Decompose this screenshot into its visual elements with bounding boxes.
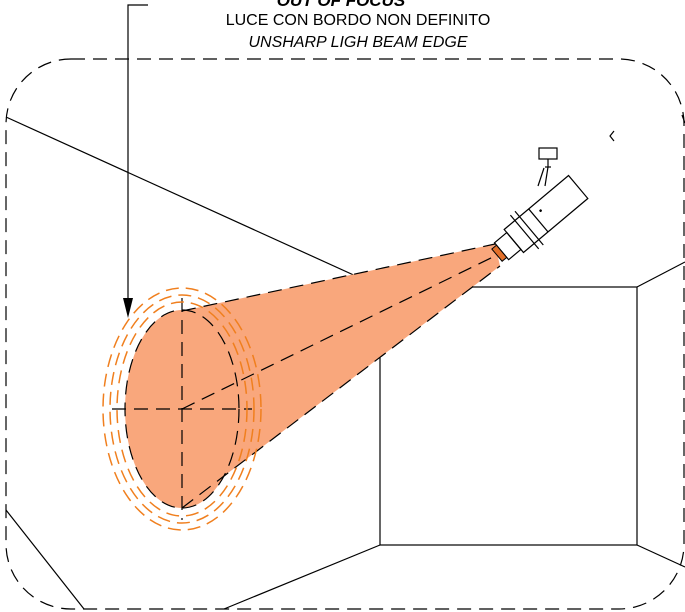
beam-cone: [182, 244, 500, 508]
halo-ring: [102, 287, 262, 531]
spotlight-projector-icon: [491, 147, 589, 262]
italian-caption: LUCE CON BORDO NON DEFINITO: [226, 12, 491, 29]
title-label: OUT OF FOCUS: [277, 0, 406, 10]
room-outline: [5, 114, 685, 610]
dashed-frame: [5, 58, 685, 610]
halo-ring: [109, 294, 255, 524]
leader-arrow: [123, 4, 148, 318]
unsharp-edge-halos: [102, 287, 262, 531]
light-beam: [112, 243, 501, 520]
halo-ring: [116, 301, 248, 517]
english-caption: UNSHARP LIGH BEAM EDGE: [248, 34, 467, 51]
